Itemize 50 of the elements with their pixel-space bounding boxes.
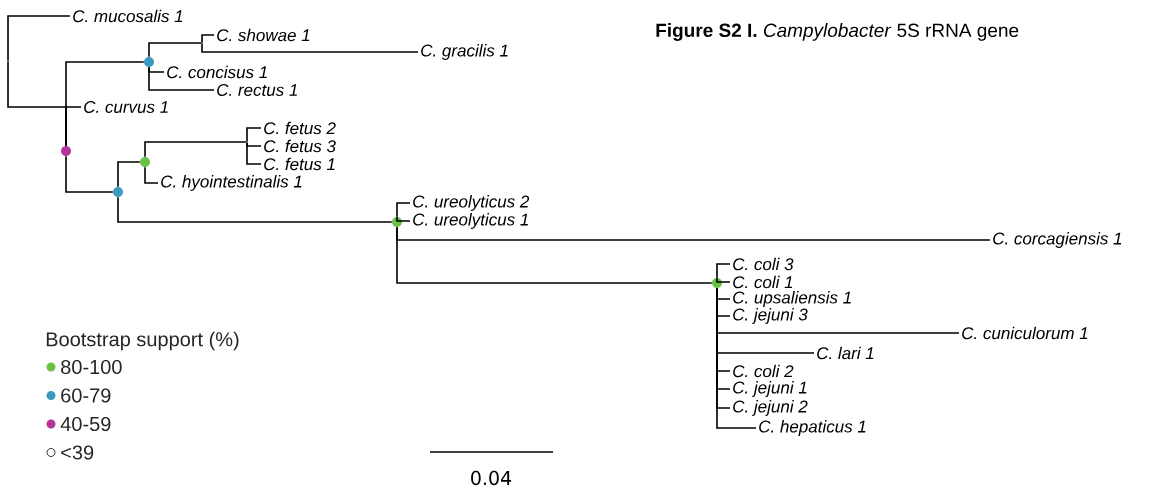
legend-heading: Bootstrap support (%) [46,331,239,351]
tree-branch [396,226,713,284]
tree-branch [144,166,159,184]
species-label: C. coli 3 [733,257,794,271]
tree-branch [148,42,202,58]
species-label: C. ureolyticus 1 [413,213,528,229]
tree-branch [246,142,262,165]
species-label: C. coli 1 [733,275,793,289]
legend-label: 40-59 [60,416,111,432]
species-label: C. lari 1 [817,346,874,360]
tree-branch [117,161,141,188]
scale-label: 0.04 [471,470,512,486]
legend-label: 60-79 [61,388,111,403]
tree-branch [148,66,215,91]
legend-label: <39 [61,445,94,460]
species-label: C. jejuni 2 [733,400,808,416]
tree-branch [144,141,247,158]
legend-label: 80-100 [61,359,122,375]
species-label: C. fetus 1 [264,157,335,171]
tree-branch [716,263,731,279]
species-label: C. rectus 1 [217,84,297,96]
tree-branch [65,106,82,147]
species-label: C. concisus 1 [167,65,267,79]
species-label: C. upsaliensis 1 [733,291,851,307]
species-label: C. cuniculorum 1 [962,326,1088,340]
tree-branch [201,34,215,43]
tree-branch [7,15,71,61]
tree-branch [396,216,411,222]
tree-branch [716,277,731,283]
species-label: C. corcagiensis 1 [993,232,1122,248]
species-label: C. coli 2 [733,364,794,378]
tree-branch [201,43,419,53]
species-label: C. mucosalis 1 [73,9,183,23]
tree-branch [117,196,393,223]
species-label: C. ureolyticus 2 [413,195,530,211]
tree-branch [65,155,114,193]
species-label: C. fetus 3 [264,139,336,153]
species-label: C. hyointestinalis 1 [161,175,302,191]
tree-branch [246,142,262,147]
species-label: C. gracilis 1 [421,44,508,60]
tree-branch [716,287,757,429]
species-label: C. jejuni 1 [733,381,807,397]
species-label: C. hepaticus 1 [759,420,866,436]
species-label: C. showae 1 [217,28,310,42]
species-label: C. fetus 2 [264,121,336,135]
tree-branch [396,202,411,218]
tree-branch [246,127,262,142]
species-label: C. curvus 1 [84,101,168,113]
species-label: C. jejuni 3 [733,308,808,324]
figure-title: Figure S2 I. Campylobacter 5S rRNA gene [656,23,1019,41]
